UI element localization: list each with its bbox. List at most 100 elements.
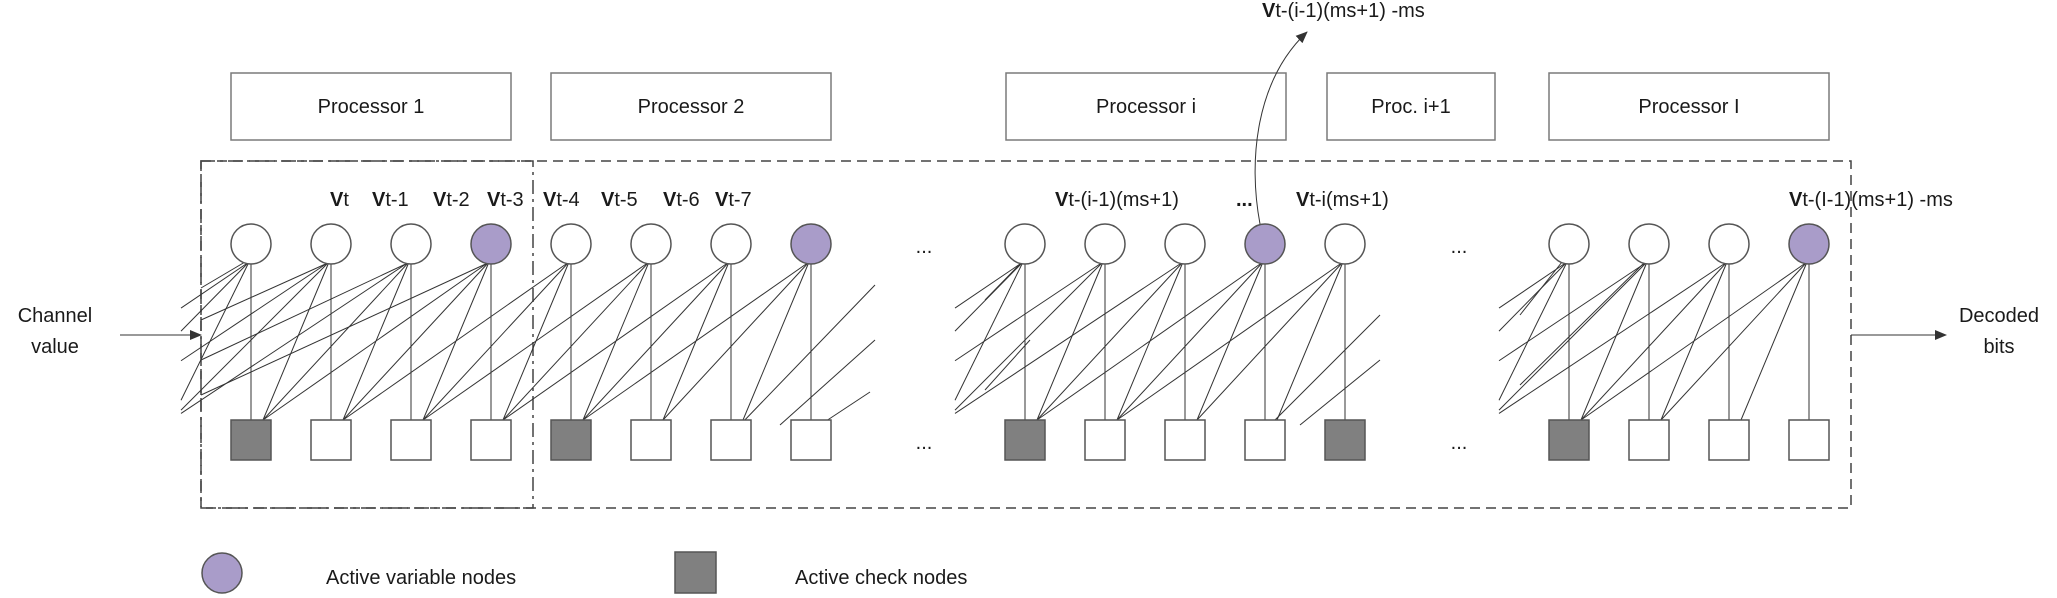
check-node [1084, 419, 1126, 461]
variable-node [1548, 223, 1590, 265]
diagonal-edge [1276, 261, 1344, 421]
diagonal-edge [1196, 261, 1344, 421]
var-label-vt-2: Vt-2 [433, 189, 470, 211]
variable-node [310, 223, 352, 265]
ellipsis-var-1: ... [916, 236, 933, 258]
legend-check-swatch [674, 551, 717, 594]
diagonal-edge-partial [180, 261, 330, 411]
var-label-sub: t-7 [728, 189, 751, 211]
check-node [790, 419, 832, 461]
diagonal-edge-partial [180, 261, 250, 401]
check-node [1628, 419, 1670, 461]
active-variable-node [470, 223, 512, 265]
var-label-bold: V [1296, 189, 1310, 211]
var-label-bold: V [1055, 189, 1069, 211]
variable-node [1164, 223, 1206, 265]
diagonal-edge [742, 261, 810, 421]
var-label-sub: t-i(ms+1) [1309, 189, 1388, 211]
diagonal-edge-partial [954, 261, 1184, 414]
diagonal-edge-partial [180, 261, 250, 332]
incoming-edge [200, 261, 246, 289]
legend-variable-swatch [201, 552, 243, 594]
decoding-window-frame [200, 160, 1852, 509]
top-output-label: Vt-(i-1)(ms+1) -ms [1262, 0, 1425, 22]
diagonal-edge [1660, 261, 1808, 421]
var-label-bold: V [372, 189, 386, 211]
diagonal-edge [582, 261, 730, 421]
diagonal-edge-partial [954, 261, 1024, 309]
ellipsis-var-2: ... [1451, 236, 1468, 258]
processor-2-box [550, 72, 832, 141]
active-variable-node [790, 223, 832, 265]
var-label-bold: V [601, 189, 615, 211]
graph-edges [180, 261, 1810, 426]
var-label-bold: V [1789, 189, 1803, 211]
var-label-bold: V [543, 189, 557, 211]
channel-label-line1: Channel [18, 305, 93, 327]
ellipsis-check-1: ... [916, 432, 933, 454]
var-label-vt-i-1: Vt-(i-1)(ms+1) [1055, 189, 1179, 211]
diagonal-edge [342, 261, 570, 421]
diagonal-edge [422, 261, 650, 421]
check-node [470, 419, 512, 461]
diagonal-edge [502, 261, 730, 421]
top-output-bold: V [1262, 0, 1276, 22]
diagonal-edge-partial [180, 261, 410, 414]
processor-1-label: Processor 1 [318, 96, 425, 118]
var-label-sub: t-2 [446, 189, 469, 211]
processor-i-plus-1-box [1326, 72, 1496, 141]
processor-i-label: Processor i [1096, 96, 1196, 118]
var-label-sub: t-4 [556, 189, 579, 211]
incoming-edge [1519, 261, 1646, 386]
variable-node [550, 223, 592, 265]
diagonal-edge [422, 261, 570, 421]
diagonal-edge [1740, 261, 1808, 421]
diagonal-edge [1580, 261, 1728, 421]
incoming-edge [1519, 261, 1563, 316]
var-label-vt: Vt [330, 189, 349, 211]
var-label-bold: V [330, 189, 344, 211]
var-label-sub: t [343, 189, 349, 211]
check-node [390, 419, 432, 461]
check-node [1244, 419, 1286, 461]
var-label-vt-3: Vt-3 [487, 189, 524, 211]
diagonal-edge [262, 261, 330, 421]
dangling-edge [739, 284, 876, 426]
diagonal-edge [502, 261, 650, 421]
diagonal-edge [1580, 261, 1808, 421]
processor-2-label: Processor 2 [638, 96, 745, 118]
variable-node [1628, 223, 1670, 265]
diagonal-edge-partial [954, 261, 1104, 411]
diagonal-edge [662, 261, 810, 421]
var-label-vt-1: Vt-1 [372, 189, 409, 211]
dangling-edge [1299, 359, 1381, 426]
ellipsis-check-2: ... [1451, 432, 1468, 454]
variable-node [1084, 223, 1126, 265]
diagonal-edge [1580, 261, 1648, 421]
diagonal-edge-partial [180, 261, 250, 309]
diagonal-edge [1036, 261, 1184, 421]
var-label-vt-i: Vt-i(ms+1) [1296, 189, 1389, 211]
variable-node [630, 223, 672, 265]
processor-i-plus-1-label: Proc. i+1 [1371, 96, 1450, 118]
var-label-vt-last: Vt-(I-1)(ms+1) -ms [1789, 189, 1953, 211]
diagonal-edge [342, 261, 490, 421]
var-label-vt-4: Vt-4 [543, 189, 580, 211]
processor-i-box [1005, 72, 1287, 141]
active-check-node [230, 419, 272, 461]
diagonal-edge [262, 261, 490, 421]
incoming-edge [200, 261, 491, 396]
dangling-edge [1269, 314, 1381, 426]
diagonal-edge-partial [1498, 261, 1648, 362]
active-check-node [1324, 419, 1366, 461]
diagonal-edge-partial [1498, 261, 1568, 401]
diagonal-edge-partial [1498, 261, 1648, 411]
legend-variable-label: Active variable nodes [326, 567, 516, 589]
var-label-sub: t-1 [385, 189, 408, 211]
diagonal-edge-partial [180, 261, 330, 362]
dangling-edge [984, 263, 1021, 301]
var-label-vt-5: Vt-5 [601, 189, 638, 211]
active-check-node [550, 419, 592, 461]
check-node [310, 419, 352, 461]
processor-last-label: Processor I [1638, 96, 1739, 118]
